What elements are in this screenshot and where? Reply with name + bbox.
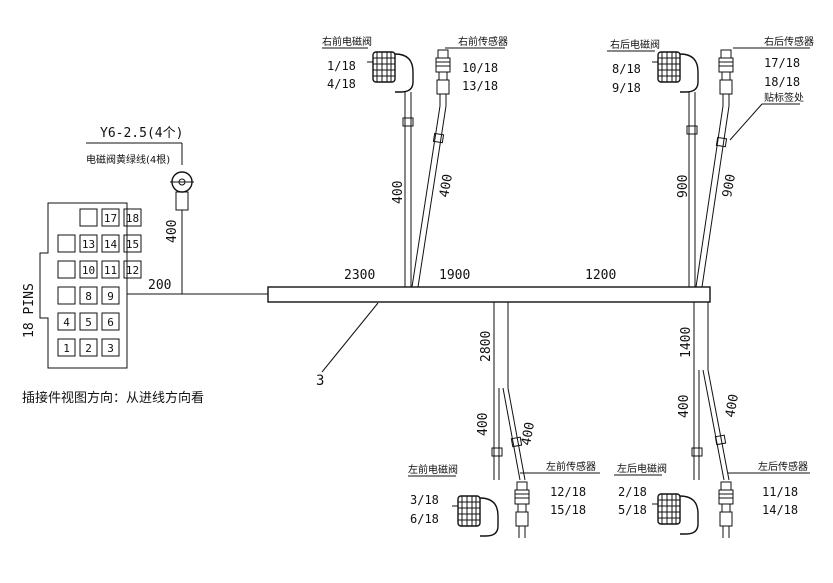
rl-len-valve: 400 (677, 395, 692, 418)
pin-cell (79, 338, 98, 357)
pin-cell (57, 234, 76, 253)
lamp-drop-length: 400 (165, 220, 180, 243)
lead-length: 200 (148, 278, 171, 293)
fr-sensor-pin-2: 13/18 (462, 79, 498, 93)
ground-lamp: Y6-2.5(4个) 电磁阀黄绿线(4根) 400 (86, 126, 194, 294)
rr-sensor-name: 右后传感器 (764, 35, 814, 48)
pin-cell (123, 208, 142, 227)
fl-drop-length: 2800 (479, 331, 494, 362)
pin-cell (79, 260, 98, 279)
rl-valve-name: 左后电磁阀 (617, 462, 667, 475)
segment-length-3: 1200 (585, 268, 616, 283)
fr-valve-name: 右前电磁阀 (322, 35, 372, 48)
fl-valve-pin-2: 6/18 (410, 512, 439, 526)
pin-cell (57, 260, 76, 279)
rr-valve-icon (651, 51, 699, 93)
lamp-desc: 电磁阀黄绿线(4根) (86, 153, 170, 166)
rr-valve-pin-2: 9/18 (612, 81, 641, 95)
fl-len-valve: 400 (476, 413, 491, 436)
pin-number: 8 (85, 290, 92, 303)
fr-len-valve: 400 (391, 181, 406, 204)
pins-label: 18 PINS (22, 283, 37, 338)
rr-sensor-pin-1: 17/18 (764, 56, 800, 70)
pin-number: 12 (126, 264, 139, 277)
fr-sensor-icon (435, 49, 451, 107)
fl-valve-pin-1: 3/18 (410, 493, 439, 507)
pin-cell (101, 286, 120, 305)
fl-valve-name: 左前电磁阀 (408, 463, 458, 476)
pin-cell (101, 338, 120, 357)
fl-sensor-pin-2: 15/18 (550, 503, 586, 517)
pin-number: 11 (104, 264, 117, 277)
branch-rear-right: 右后电磁阀 8/18 9/18 右后传感器 17/18 18/18 贴标签处 9… (607, 35, 814, 288)
fr-len-sensor: 400 (437, 173, 456, 199)
pin-cell (79, 234, 98, 253)
rr-sensor-icon (718, 49, 734, 107)
fr-valve-pin-2: 4/18 (327, 77, 356, 91)
trunk-label: 3 (316, 373, 324, 389)
pin-number: 14 (104, 238, 118, 251)
pin-number: 2 (85, 342, 92, 355)
pin-cell (79, 208, 98, 227)
pin-number: 15 (126, 238, 139, 251)
pin-cell (123, 260, 142, 279)
pin-number: 18 (126, 212, 139, 225)
branch-front-left: 2800 400 400 左前电磁阀 3/18 6/18 左前传感器 12/18… (408, 302, 600, 539)
fr-sensor-pin-1: 10/18 (462, 61, 498, 75)
fl-valve-icon (451, 495, 499, 537)
pin-cell (57, 286, 76, 305)
pin-number: 10 (82, 264, 95, 277)
pin-cell (101, 234, 120, 253)
segment-length-2: 1900 (439, 268, 470, 283)
pin-cell (101, 208, 120, 227)
segment-length-1: 2300 (344, 268, 375, 283)
rl-len-sensor: 400 (723, 393, 742, 419)
pin-number: 5 (85, 316, 92, 329)
fr-sensor-name: 右前传感器 (458, 35, 508, 48)
rr-tape-note: 贴标签处 (764, 91, 804, 104)
rl-valve-pin-2: 5/18 (618, 503, 647, 517)
pin-number: 9 (107, 290, 114, 303)
rr-valve-pin-1: 8/18 (612, 62, 641, 76)
connector-view-note: 插接件视图方向：从进线方向看 (22, 390, 204, 406)
lamp-spec: Y6-2.5(4个) (100, 126, 183, 141)
main-harness: 200 2300 1900 1200 3 (127, 268, 711, 389)
pin-cell (79, 286, 98, 305)
rl-sensor-icon (718, 481, 734, 539)
fl-sensor-pin-1: 12/18 (550, 485, 586, 499)
branch-rear-left: 1400 400 400 左后电磁阀 2/18 5/18 左后传感器 11/18… (614, 302, 810, 539)
rl-sensor-pin-2: 14/18 (762, 503, 798, 517)
pin-number: 17 (104, 212, 117, 225)
fl-sensor-name: 左前传感器 (546, 460, 596, 473)
pin-number: 6 (107, 316, 114, 329)
rr-valve-name: 右后电磁阀 (610, 38, 660, 51)
rr-sensor-pin-2: 18/18 (764, 75, 800, 89)
rl-valve-pin-1: 2/18 (618, 485, 647, 499)
pin-number: 4 (63, 316, 70, 329)
pin-number: 3 (107, 342, 114, 355)
pin-cell (79, 312, 98, 331)
pin-cell (101, 260, 120, 279)
rl-valve-icon (651, 493, 699, 535)
rl-sensor-name: 左后传感器 (758, 460, 808, 473)
rr-len-valve: 900 (676, 175, 691, 198)
fl-sensor-icon (514, 481, 530, 539)
pin-number: 1 (63, 342, 70, 355)
fl-len-sensor: 400 (519, 421, 538, 447)
pin-cell (123, 234, 142, 253)
fr-valve-icon (366, 51, 414, 93)
rl-drop-length: 1400 (679, 327, 694, 358)
pin-number: 13 (82, 238, 95, 251)
pin-cell (57, 338, 76, 357)
pin-cell (57, 312, 76, 331)
branch-front-right: 右前电磁阀 1/18 4/18 右前传感器 10/18 13/18 400 40… (322, 35, 508, 288)
pin-cell (101, 312, 120, 331)
rl-sensor-pin-1: 11/18 (762, 485, 798, 499)
rr-len-sensor: 900 (720, 173, 739, 199)
fr-valve-pin-1: 1/18 (327, 59, 356, 73)
